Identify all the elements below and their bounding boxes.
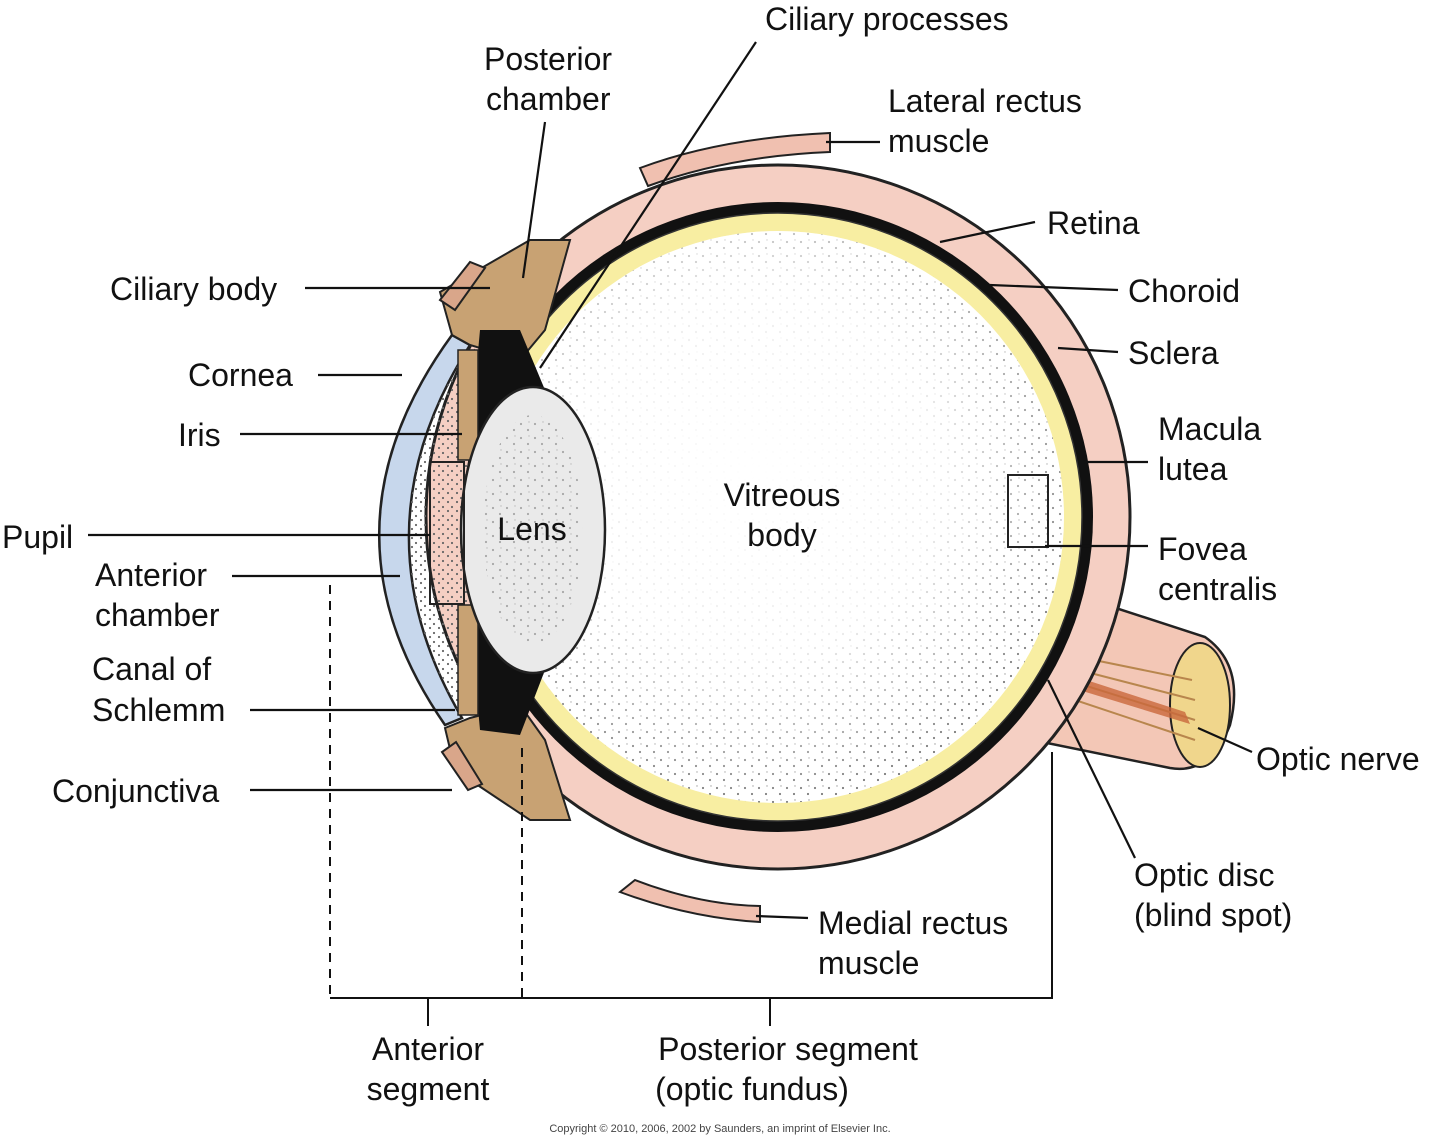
label-posterior-chamber-2: chamber — [486, 81, 611, 117]
leader-retina — [939, 220, 1036, 244]
leader-posterior-chamber — [521, 121, 547, 279]
label-optic-disc-1: Optic disc — [1134, 857, 1274, 893]
label-vitreous-body-1: Vitreous — [724, 477, 841, 513]
pupil-box — [429, 461, 465, 605]
label-conjunctiva: Conjunctiva — [52, 773, 219, 809]
label-vitreous-body-2: body — [747, 517, 816, 553]
label-cornea: Cornea — [188, 357, 293, 393]
label-anterior-chamber-1: Anterior — [95, 557, 207, 593]
iris-lower — [470, 620, 545, 735]
leader-choroid — [989, 283, 1119, 292]
label-pupil: Pupil — [2, 519, 73, 555]
label-anterior-segment-1: Anterior — [372, 1031, 484, 1067]
fovea-box — [1007, 474, 1049, 548]
lateral-rectus-muscle — [638, 131, 831, 188]
label-posterior-chamber-1: Posterior — [484, 41, 612, 77]
iris-upper — [470, 330, 545, 440]
label-optic-disc-2: (blind spot) — [1134, 897, 1292, 933]
label-sclera: Sclera — [1128, 335, 1219, 371]
ciliary-body-upper — [438, 239, 572, 362]
label-posterior-segment-1: Posterior segment — [658, 1031, 918, 1067]
label-fovea-centralis-1: Fovea — [1158, 531, 1247, 567]
leader-optic-nerve — [1197, 726, 1253, 754]
segment-bracket — [330, 752, 1053, 999]
copyright-notice: Copyright © 2010, 2006, 2002 by Saunders… — [549, 1123, 890, 1135]
label-lateral-rectus-2: muscle — [888, 123, 989, 159]
medial-rectus-muscle — [617, 878, 761, 924]
label-fovea-centralis-2: centralis — [1158, 571, 1277, 607]
label-macula-lutea-2: lutea — [1158, 451, 1228, 487]
label-canal-of-schlemm-2: Schlemm — [92, 692, 225, 728]
label-anterior-chamber-2: chamber — [95, 597, 220, 633]
label-macula-lutea-1: Macula — [1158, 411, 1261, 447]
leader-ciliary-processes — [539, 41, 757, 369]
leader-sclera — [1057, 346, 1119, 354]
leader-medial-rectus — [755, 914, 809, 920]
label-anterior-segment-2: segment — [367, 1071, 490, 1107]
label-medial-rectus-1: Medial rectus — [818, 905, 1008, 941]
leader-optic-disc — [1047, 679, 1136, 859]
label-choroid: Choroid — [1128, 273, 1240, 309]
label-iris: Iris — [178, 417, 221, 453]
label-retina: Retina — [1047, 205, 1140, 241]
label-optic-nerve: Optic nerve — [1256, 741, 1420, 777]
label-ciliary-body: Ciliary body — [110, 271, 277, 307]
label-posterior-segment-2: (optic fundus) — [655, 1071, 849, 1107]
optic-nerve-cross-section — [1169, 642, 1231, 768]
label-medial-rectus-2: muscle — [818, 945, 919, 981]
label-ciliary-processes: Ciliary processes — [765, 1, 1009, 37]
label-lens: Lens — [497, 511, 566, 547]
label-lateral-rectus-1: Lateral rectus — [888, 83, 1082, 119]
label-canal-of-schlemm-1: Canal of — [92, 651, 211, 687]
